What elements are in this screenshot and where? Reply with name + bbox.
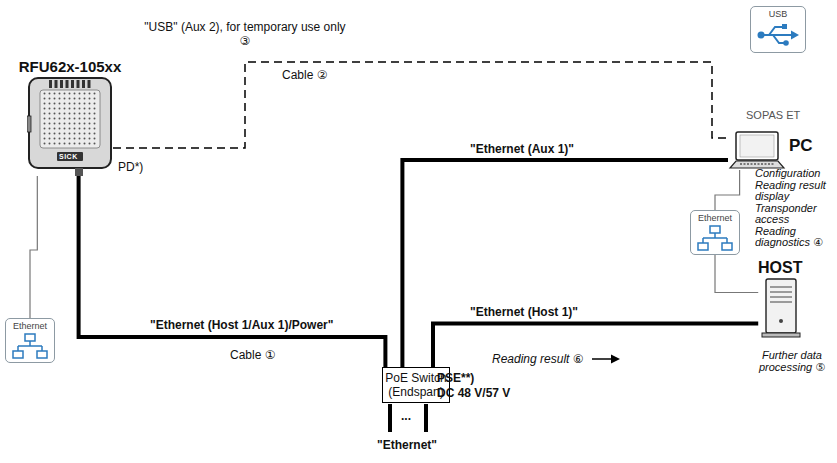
cable-label: Cable ① <box>230 348 275 362</box>
network-cable <box>30 176 37 318</box>
connection-label: "USB" (Aux 2), for temporary use only ③ <box>140 20 350 48</box>
laptop-icon <box>728 130 786 170</box>
node-text: USB <box>755 9 801 20</box>
usb-symbol <box>755 21 801 49</box>
software-label: SOPAS ET <box>746 108 800 122</box>
port-label: "Ethernet" <box>377 438 437 452</box>
host-server: HOST <box>758 258 802 339</box>
voltage-label: DC 48 V/57 V <box>437 386 510 400</box>
network-cable <box>79 176 386 367</box>
node-text: HOST <box>758 258 802 277</box>
node-text: PC <box>786 136 813 156</box>
connection-label: "Ethernet (Aux 1)" <box>470 142 574 156</box>
network-cable <box>433 324 758 368</box>
network-cable <box>715 255 758 293</box>
brand-logo: SICK <box>59 152 78 161</box>
connection-label: "Ethernet (Host 1/Aux 1)/Power" <box>150 318 333 332</box>
network-cable <box>402 160 728 367</box>
power-source-label: PSE**) <box>437 371 474 385</box>
port-label: PD*) <box>118 160 143 174</box>
usb-cable <box>113 62 728 148</box>
network-cable <box>715 170 740 210</box>
cable-label: Cable ② <box>282 68 327 82</box>
ethernet-icon: Ethernet <box>690 210 740 255</box>
data-flow-label: Reading result ⑥ <box>492 352 583 366</box>
connection-label: "Ethernet (Host 1)" <box>470 305 578 319</box>
reader-housing <box>27 76 113 176</box>
node-text: Ethernet <box>10 321 50 332</box>
switch-port-lines <box>390 404 426 432</box>
network-symbol <box>10 333 50 359</box>
pc-computer: PC <box>728 130 813 170</box>
function-note: Further data processing ⑤ <box>752 350 832 373</box>
ethernet-icon: Ethernet <box>5 318 55 363</box>
server-icon <box>758 277 802 339</box>
usb-icon: USB <box>750 6 806 53</box>
function-note: Configuration Reading result display Tra… <box>755 168 833 249</box>
network-symbol <box>695 225 735 251</box>
more-ports-mark: ... <box>401 409 411 423</box>
node-text: Ethernet <box>695 213 735 224</box>
reading-result-arrow <box>592 355 620 364</box>
node-text: RFU62x-105xx <box>15 58 125 76</box>
